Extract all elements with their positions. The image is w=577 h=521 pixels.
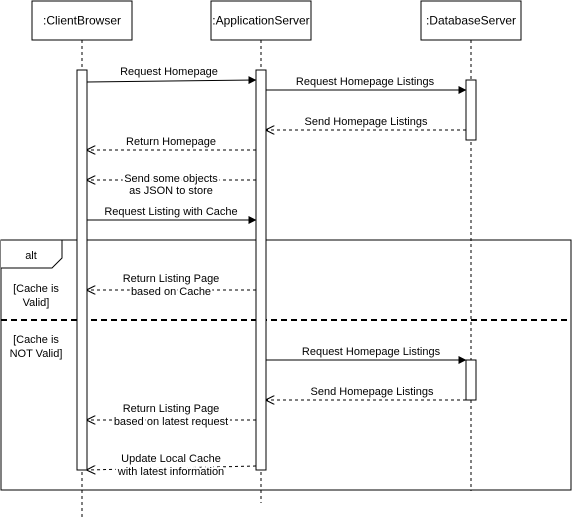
guard-cache-valid: [Cache is Valid]	[13, 283, 59, 309]
message-label: based on Cache	[131, 286, 211, 298]
message-label: Return Homepage	[126, 136, 216, 148]
message-request-homepage: Request Homepage	[86, 64, 257, 85]
participant-label: :ApplicationServer	[212, 14, 309, 28]
message-label: Update Local Cache	[121, 453, 221, 465]
message-update-local-cache: Update Local Cache with latest informati…	[87, 451, 257, 480]
message-request-homepage-listings-2: Request Homepage Listings	[266, 344, 467, 364]
message-label: Request Homepage Listings	[302, 346, 441, 358]
message-label: Request Homepage Listings	[296, 76, 435, 88]
participant-client-browser: :ClientBrowser	[31, 0, 133, 41]
participant-label: :ClientBrowser	[43, 14, 121, 28]
message-return-listing-cache: Return Listing Page based on Cache	[87, 271, 256, 300]
guard-line: [Cache is	[13, 283, 59, 295]
activation-client	[76, 69, 88, 471]
message-label: Send Homepage Listings	[305, 116, 428, 128]
activation-db-2	[465, 359, 477, 401]
message-return-listing-latest: Return Listing Page based on latest requ…	[87, 401, 256, 430]
message-label: Send Homepage Listings	[311, 386, 434, 398]
fragment-operator: alt	[25, 250, 37, 262]
message-label: Request Homepage	[120, 66, 218, 78]
activation-app	[255, 69, 267, 471]
guard-line: Valid]	[23, 297, 50, 309]
message-send-homepage-listings-2: Send Homepage Listings	[266, 384, 466, 400]
message-request-listing-with-cache: Request Listing with Cache	[87, 204, 257, 224]
participant-database-server: :DatabaseServer	[420, 0, 522, 41]
message-send-homepage-listings: Send Homepage Listings	[266, 114, 466, 130]
message-label: as JSON to store	[129, 185, 213, 197]
message-send-json-objects: Send some objects as JSON to store	[87, 171, 256, 199]
message-return-homepage: Return Homepage	[87, 134, 256, 150]
message-label: Return Listing Page	[123, 403, 220, 415]
message-label: Send some objects	[124, 173, 218, 185]
guard-cache-not-valid: [Cache is NOT Valid]	[10, 334, 63, 360]
guard-line: [Cache is	[13, 334, 59, 346]
message-label: based on latest request	[114, 416, 228, 428]
participant-application-server: :ApplicationServer	[210, 0, 312, 41]
message-request-homepage-listings: Request Homepage Listings	[266, 74, 467, 94]
alt-fragment: alt [Cache is Valid] [Cache is NOT Valid…	[0, 239, 572, 491]
message-label: with latest information	[117, 466, 224, 478]
participant-label: :DatabaseServer	[426, 14, 516, 28]
activation-db-1	[465, 79, 477, 141]
guard-line: NOT Valid]	[10, 348, 63, 360]
message-label: Return Listing Page	[123, 273, 220, 285]
message-label: Request Listing with Cache	[104, 206, 237, 218]
